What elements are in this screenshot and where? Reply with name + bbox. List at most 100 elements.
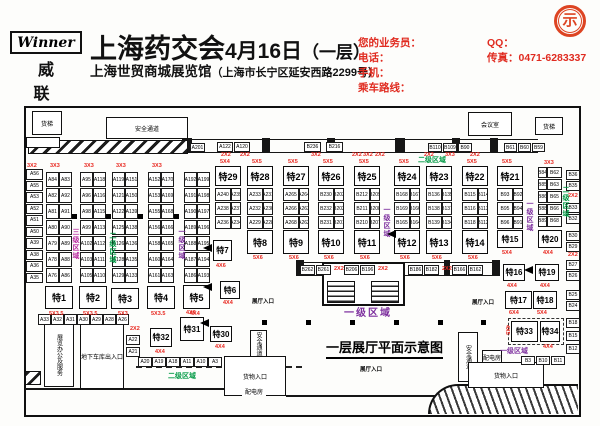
booth-B166[interactable]: B166 bbox=[452, 265, 467, 275]
booth-A126[interactable]: A126 bbox=[112, 236, 125, 251]
booth-A113[interactable]: A113 bbox=[93, 220, 106, 235]
booth-B89[interactable]: B89 bbox=[538, 215, 547, 227]
booth-A122[interactable]: A122 bbox=[217, 142, 233, 152]
booth-A268[interactable]: A268 bbox=[283, 216, 299, 229]
booth-A155[interactable]: A155 bbox=[148, 204, 161, 219]
booth-A164[interactable]: A164 bbox=[161, 252, 174, 267]
special-booth-特20[interactable]: 特20 bbox=[538, 230, 562, 248]
booth-A21[interactable]: A21 bbox=[126, 347, 140, 357]
special-booth-特17[interactable]: 特17 bbox=[505, 291, 532, 309]
booth-A191[interactable]: A191 bbox=[184, 188, 197, 203]
booth-B182[interactable]: B182 bbox=[424, 265, 439, 275]
booth-A55[interactable]: A55 bbox=[26, 180, 43, 191]
special-booth-特15[interactable]: 特15 bbox=[497, 230, 523, 248]
booth-A10[interactable]: A10 bbox=[194, 357, 208, 367]
booth-A88[interactable]: A88 bbox=[59, 252, 72, 267]
booth-B209[interactable]: B209 bbox=[370, 188, 380, 201]
booth-B168[interactable]: B168 bbox=[394, 188, 410, 201]
booth-A228[interactable]: A228 bbox=[263, 216, 273, 229]
booth-B33[interactable]: B33 bbox=[566, 203, 580, 213]
booth-A139[interactable]: A139 bbox=[125, 204, 138, 219]
booth-A165[interactable]: A165 bbox=[161, 236, 174, 251]
booth-B208[interactable]: B208 bbox=[370, 202, 380, 215]
booth-B35[interactable]: B35 bbox=[566, 181, 580, 191]
booth-B12[interactable]: B12 bbox=[566, 344, 580, 354]
special-booth-特1[interactable]: 特1 bbox=[45, 286, 73, 309]
booth-A197[interactable]: A197 bbox=[197, 204, 210, 219]
booth-B162[interactable]: B162 bbox=[468, 265, 483, 275]
special-booth-特21[interactable]: 特21 bbox=[497, 166, 523, 186]
booth-A160[interactable]: A160 bbox=[148, 252, 161, 267]
booth-B118[interactable]: B118 bbox=[462, 216, 478, 229]
booth-A266[interactable]: A266 bbox=[283, 202, 299, 215]
booth-B91[interactable]: B91 bbox=[513, 216, 523, 229]
booth-A81[interactable]: A81 bbox=[46, 204, 59, 219]
booth-B137[interactable]: B137 bbox=[442, 202, 452, 215]
booth-A161[interactable]: A161 bbox=[148, 268, 161, 283]
booth-A125[interactable]: A125 bbox=[112, 220, 125, 235]
booth-B136[interactable]: B136 bbox=[426, 188, 442, 201]
booth-A112[interactable]: A112 bbox=[93, 236, 106, 251]
booth-A83[interactable]: A83 bbox=[59, 172, 72, 187]
special-booth-特6[interactable]: 特6 bbox=[220, 281, 240, 299]
booth-A92[interactable]: A92 bbox=[59, 188, 72, 203]
booth-A135[interactable]: A135 bbox=[125, 252, 138, 267]
booth-A102[interactable]: A102 bbox=[80, 236, 93, 251]
booth-A52[interactable]: A52 bbox=[26, 203, 43, 214]
booth-B24[interactable]: B24 bbox=[566, 301, 580, 311]
booth-B29[interactable]: B29 bbox=[566, 242, 580, 252]
booth-B86[interactable]: B86 bbox=[538, 191, 547, 203]
booth-A50[interactable]: A50 bbox=[26, 226, 43, 237]
booth-B134[interactable]: B134 bbox=[442, 216, 452, 229]
special-booth-特28[interactable]: 特28 bbox=[247, 166, 273, 186]
booth-A96[interactable]: A96 bbox=[80, 188, 93, 203]
booth-B114[interactable]: B114 bbox=[478, 188, 488, 201]
booth-A76[interactable]: A76 bbox=[46, 268, 59, 283]
booth-A237[interactable]: A237 bbox=[231, 202, 241, 215]
booth-B18[interactable]: B18 bbox=[566, 318, 580, 328]
booth-A186[interactable]: A186 bbox=[184, 268, 197, 283]
special-booth-特33[interactable]: 特33 bbox=[511, 321, 538, 342]
booth-B138[interactable]: B138 bbox=[426, 202, 442, 215]
booth-A138[interactable]: A138 bbox=[125, 220, 138, 235]
booth-A262[interactable]: A262 bbox=[299, 216, 309, 229]
booth-B32[interactable]: B32 bbox=[566, 214, 580, 224]
booth-B62[interactable]: B62 bbox=[547, 167, 562, 179]
special-booth-特25[interactable]: 特25 bbox=[354, 166, 380, 186]
special-booth-特14[interactable]: 特14 bbox=[462, 230, 488, 254]
booth-A121[interactable]: A121 bbox=[112, 188, 125, 203]
booth-A91[interactable]: A91 bbox=[59, 204, 72, 219]
booth-B30[interactable]: B30 bbox=[566, 231, 580, 241]
booth-B116[interactable]: B116 bbox=[462, 202, 478, 215]
special-booth-特11[interactable]: 特11 bbox=[354, 230, 380, 254]
booth-B165[interactable]: B165 bbox=[394, 216, 410, 229]
booth-A133[interactable]: A133 bbox=[125, 268, 138, 283]
booth-B261[interactable]: B261 bbox=[316, 265, 331, 275]
special-booth-特13[interactable]: 特13 bbox=[426, 230, 452, 254]
booth-B202[interactable]: B202 bbox=[334, 202, 344, 215]
booth-B186[interactable]: B186 bbox=[408, 265, 423, 275]
booth-A86[interactable]: A86 bbox=[59, 268, 72, 283]
booth-A233[interactable]: A233 bbox=[247, 188, 263, 201]
booth-A189[interactable]: A189 bbox=[184, 220, 197, 235]
booth-B166[interactable]: B166 bbox=[410, 202, 420, 215]
booth-A190[interactable]: A190 bbox=[184, 204, 197, 219]
booth-A11[interactable]: A11 bbox=[180, 357, 194, 367]
special-booth-特3[interactable]: 特3 bbox=[111, 288, 139, 309]
booth-B201[interactable]: B201 bbox=[334, 216, 344, 229]
booth-B26[interactable]: B26 bbox=[566, 271, 580, 281]
booth-B112[interactable]: B112 bbox=[478, 216, 488, 229]
booth-B10[interactable]: B10 bbox=[536, 356, 550, 365]
booth-B96[interactable]: B96 bbox=[497, 216, 513, 229]
booth-A158[interactable]: A158 bbox=[148, 236, 161, 251]
booth-A168[interactable]: A168 bbox=[161, 204, 174, 219]
booth-A105[interactable]: A105 bbox=[80, 268, 93, 283]
booth-A230[interactable]: A230 bbox=[263, 202, 273, 215]
booth-B207[interactable]: B207 bbox=[370, 216, 380, 229]
booth-B167[interactable]: B167 bbox=[410, 188, 420, 201]
booth-A84[interactable]: A84 bbox=[46, 172, 59, 187]
booth-A151[interactable]: A151 bbox=[125, 172, 138, 187]
booth-A116[interactable]: A116 bbox=[93, 188, 106, 203]
booth-B139[interactable]: B139 bbox=[426, 216, 442, 229]
booth-A38[interactable]: A38 bbox=[26, 249, 43, 260]
